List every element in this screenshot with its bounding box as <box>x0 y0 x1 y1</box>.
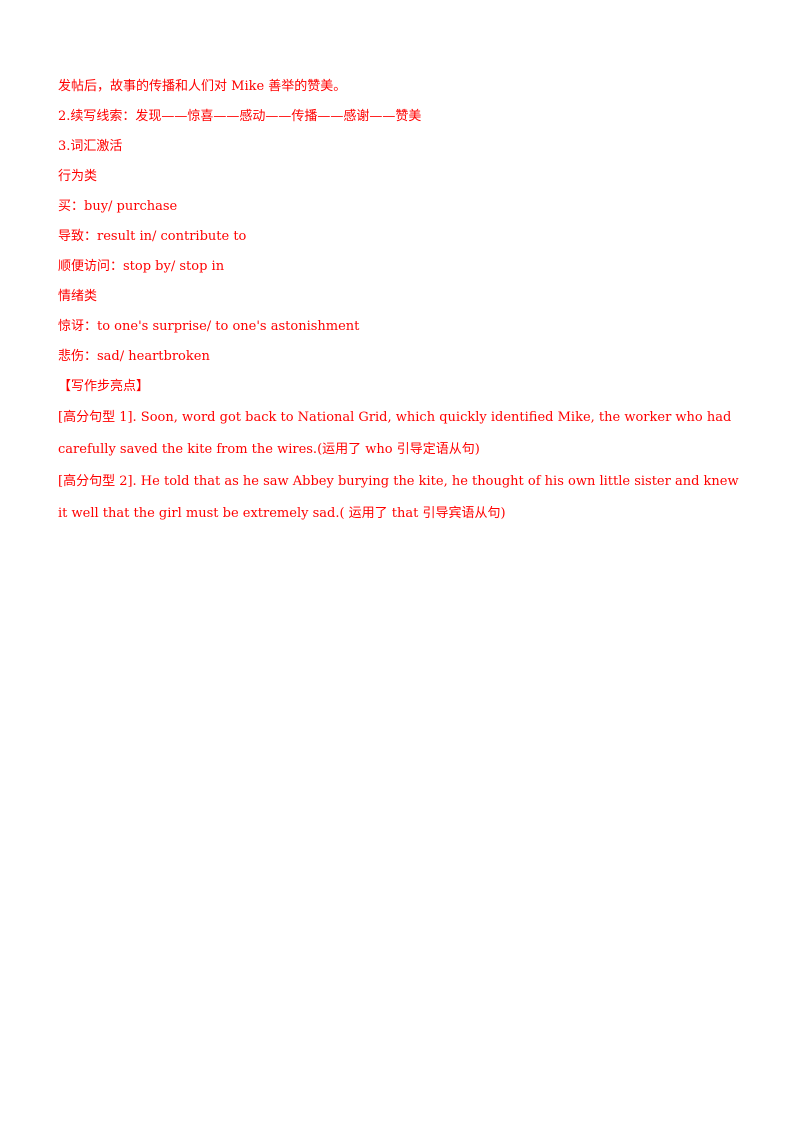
text-line-highlights-heading: 【写作步亮点】 <box>58 379 150 394</box>
document-content: 发帖后，故事的传播和人们对 Mike 善举的赞美。 2.续写线索：发现——惊喜—… <box>58 76 748 534</box>
paragraph-sentence-pattern-2: [高分句型 2]. He told that as he saw Abbey b… <box>58 474 739 521</box>
text-line-stop-by: 顺便访问：stop by/ stop in <box>58 259 225 274</box>
text-line-surprise: 惊讶：to one's surprise/ to one's astonishm… <box>58 319 360 334</box>
text-line-buy: 买：buy/ purchase <box>58 199 178 214</box>
text-line-actions-category: 行为类 <box>58 169 98 184</box>
text-line-plot-clues: 2.续写线索：发现——惊喜——感动——传播——感谢——赞美 <box>58 109 422 124</box>
paragraph-sentence-pattern-1: [高分句型 1]. Soon, word got back to Nationa… <box>58 410 732 457</box>
text-line-vocab-heading: 3.词汇激活 <box>58 139 123 154</box>
text-line-emotions-category: 情绪类 <box>58 289 98 304</box>
text-line-lead-to: 导致：result in/ contribute to <box>58 229 247 244</box>
text-line-sad: 悲伤：sad/ heartbroken <box>58 349 210 364</box>
text-line-posting: 发帖后，故事的传播和人们对 Mike 善举的赞美。 <box>58 79 347 94</box>
